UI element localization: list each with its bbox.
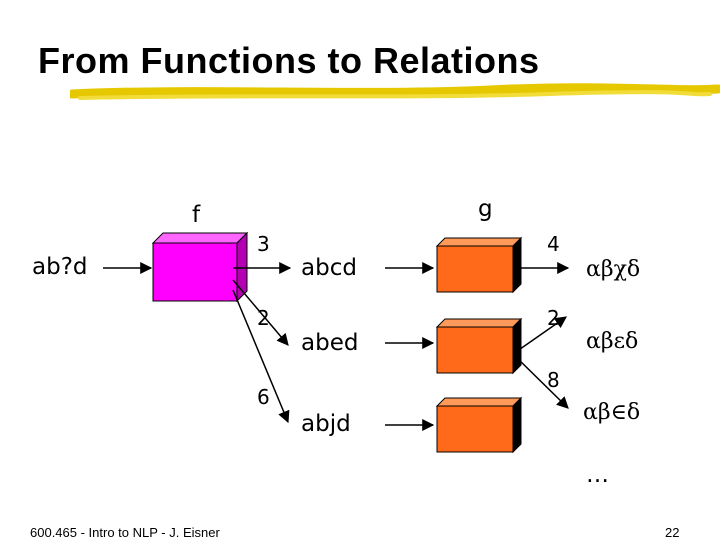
g-box-2 — [435, 317, 523, 375]
input-string: ab?d — [32, 254, 88, 280]
g-output-string-1: αβχδ — [586, 257, 641, 282]
g-label: g — [478, 196, 493, 222]
f-output-arrow-3 — [232, 289, 290, 424]
title-underline — [70, 83, 720, 100]
f-output-arrow-2 — [232, 279, 289, 346]
f-box — [151, 231, 249, 303]
g-weight-1: 4 — [547, 232, 560, 256]
f-output-string-2: abed — [301, 330, 359, 356]
ellipsis: … — [586, 462, 609, 488]
g-box-3 — [435, 396, 523, 454]
g-box-1 — [435, 236, 523, 294]
g-output-string-2: αβεδ — [586, 329, 639, 354]
f-weight-1: 3 — [257, 232, 270, 256]
footer-course: 600.465 - Intro to NLP - J. Eisner — [30, 525, 220, 540]
page-number: 22 — [665, 525, 680, 540]
g-output-arrow-2 — [512, 316, 567, 355]
f-output-string-3: abjd — [301, 411, 351, 437]
slide-title: From Functions to Relations — [38, 40, 540, 81]
g-output-arrow-3 — [512, 353, 569, 409]
f-label: f — [192, 202, 201, 228]
f-output-string-1: abcd — [301, 255, 357, 281]
f-weight-3: 6 — [257, 385, 270, 409]
f-weight-2: 2 — [257, 306, 270, 330]
g-weight-3: 8 — [547, 368, 560, 392]
g-output-string-3: αβ∈δ — [583, 400, 641, 425]
g-weight-2: 2 — [547, 306, 560, 330]
